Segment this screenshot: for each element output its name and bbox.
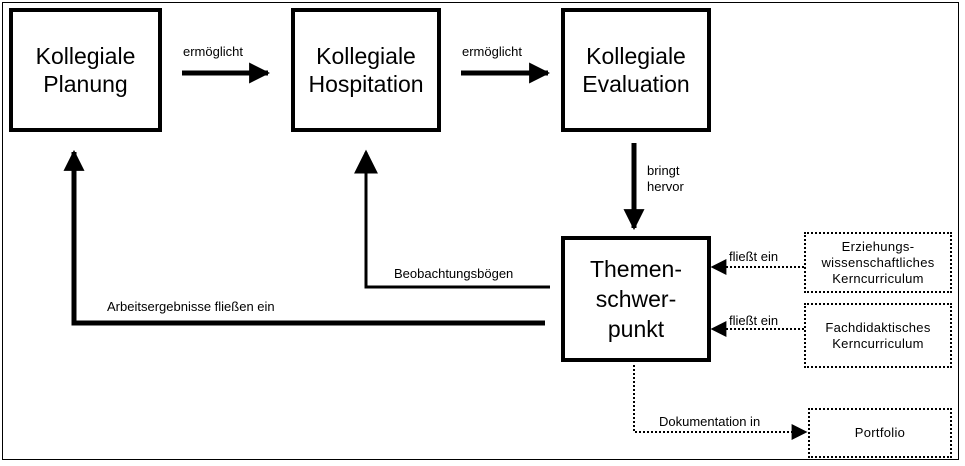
box-fachdidaktisches-text: Fachdidaktisches Kerncurriculum: [825, 319, 931, 351]
box-kollegiale-hospitation-text: Kollegiale Hospitation: [308, 43, 424, 97]
box-kollegiale-planung-text: Kollegiale Planung: [35, 43, 136, 97]
box-erziehungswissenschaftliches-kerncurriculum: Erziehungs- wissenschaftliches Kerncurri…: [804, 232, 952, 293]
box-kollegiale-planung: Kollegiale Planung: [9, 8, 162, 132]
box-kollegiale-evaluation: Kollegiale Evaluation: [561, 8, 711, 132]
box-portfolio: Portfolio: [808, 408, 952, 458]
label-ermoeglicht-2: ermöglicht: [462, 44, 522, 59]
label-ermoeglicht-1: ermöglicht: [183, 44, 243, 59]
arrow-arbeitsergebnisse: [63, 149, 545, 326]
box-themenschwerpunkt-text: Themen- schwer- punkt: [589, 256, 683, 342]
box-kollegiale-evaluation-text: Kollegiale Evaluation: [582, 43, 690, 97]
box-erziehungswissenschaftliches-text: Erziehungs- wissenschaftliches Kerncurri…: [821, 238, 935, 286]
label-fliesst-ein-2: fließt ein: [729, 313, 779, 328]
box-fachdidaktisches-kerncurriculum: Fachdidaktisches Kerncurriculum: [804, 303, 952, 368]
label-bringt-hervor: bringt hervor: [647, 163, 684, 194]
label-beobachtungsboegen: Beobachtungsbögen: [394, 266, 514, 281]
label-dokumentation-in: Dokumentation in: [659, 414, 761, 429]
arrow-dokumentation: [633, 365, 808, 440]
label-arbeitsergebnisse: Arbeitsergebnisse fließen ein: [107, 299, 275, 314]
arrow-beobachtungsboegen: [354, 149, 550, 289]
box-themenschwerpunkt: Themen- schwer- punkt: [561, 236, 711, 362]
box-kollegiale-hospitation: Kollegiale Hospitation: [291, 8, 441, 132]
label-fliesst-ein-1: fließt ein: [729, 249, 779, 264]
diagram-frame: [2, 2, 959, 460]
box-portfolio-text: Portfolio: [854, 425, 906, 440]
